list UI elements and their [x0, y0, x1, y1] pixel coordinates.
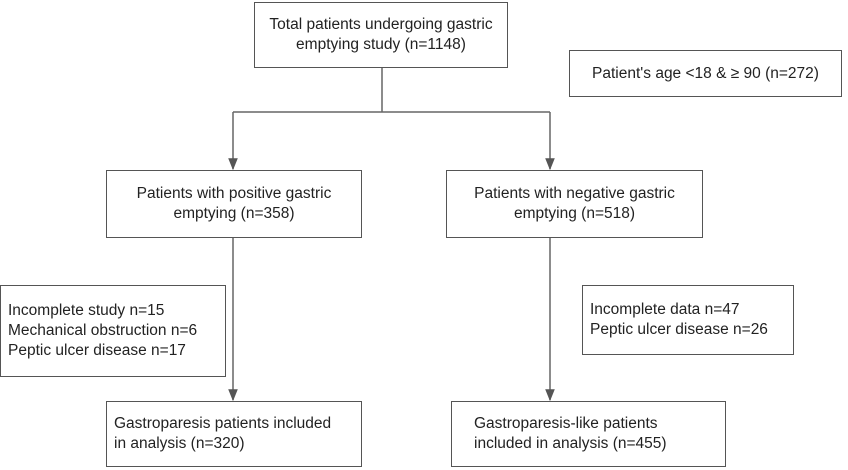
- positive-exclusion-line-2: Mechanical obstruction n=6: [8, 322, 198, 339]
- gastroparesis-like-line-2: included in analysis (n=455): [474, 435, 667, 452]
- negative-exclusion-line-1: Incomplete data n=47: [590, 301, 740, 318]
- negative-line-2: emptying (n=518): [513, 205, 636, 222]
- total-line-1: Total patients undergoing gastric: [269, 16, 493, 33]
- negative-gastric-box: Patients with negative gastric emptying …: [446, 170, 703, 238]
- positive-gastric-box: Patients with positive gastric emptying …: [106, 170, 362, 238]
- age-exclusion-box: Patient's age <18 & ≥ 90 (n=272): [569, 50, 842, 97]
- age-exclusion-text: Patient's age <18 & ≥ 90 (n=272): [592, 64, 819, 82]
- positive-line-2: emptying (n=358): [173, 205, 295, 222]
- gastroparesis-line-1: Gastroparesis patients included: [114, 415, 332, 432]
- positive-exclusion-line-3: Peptic ulcer disease n=17: [8, 342, 186, 359]
- negative-exclusion-line-2: Peptic ulcer disease n=26: [590, 321, 768, 338]
- negative-exclusion-box: Incomplete data n=47 Peptic ulcer diseas…: [582, 285, 794, 355]
- total-line-2: emptying study (n=1148): [296, 36, 466, 53]
- positive-exclusion-box: Incomplete study n=15 Mechanical obstruc…: [0, 285, 226, 377]
- gastroparesis-box: Gastroparesis patients included in analy…: [106, 401, 362, 467]
- gastroparesis-like-line-1: Gastroparesis-like patients: [474, 415, 658, 432]
- gastroparesis-like-box: Gastroparesis-like patients included in …: [451, 401, 726, 467]
- positive-line-1: Patients with positive gastric: [136, 185, 332, 202]
- total-patients-box: Total patients undergoing gastric emptyi…: [254, 2, 508, 68]
- negative-line-1: Patients with negative gastric: [474, 185, 675, 202]
- positive-exclusion-line-1: Incomplete study n=15: [8, 302, 165, 319]
- gastroparesis-line-2: in analysis (n=320): [114, 435, 245, 452]
